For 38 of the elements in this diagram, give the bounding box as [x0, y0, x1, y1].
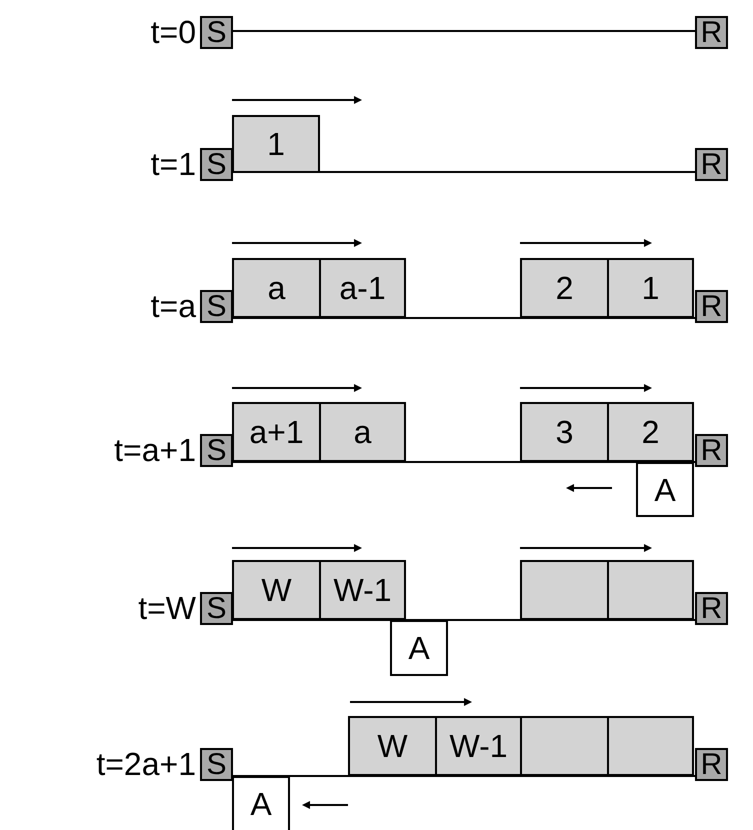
node-box: S	[200, 290, 233, 323]
packet-box: 2	[520, 258, 609, 318]
packet-box: 1	[232, 115, 320, 173]
node-box: R	[695, 592, 728, 625]
time-label: t=a	[150, 290, 196, 322]
node-box: S	[200, 434, 233, 467]
node-box: R	[695, 434, 728, 467]
node-box: R	[695, 748, 728, 781]
time-label: t=a+1	[114, 434, 196, 466]
ack-box: A	[232, 776, 290, 830]
packet-box: 2	[607, 402, 694, 462]
packet-box: W	[232, 560, 321, 620]
time-label: t=1	[150, 148, 196, 180]
node-box: S	[200, 148, 233, 181]
packet-box: 3	[520, 402, 609, 462]
node-box: R	[695, 148, 728, 181]
node-box: S	[200, 592, 233, 625]
link-line	[233, 775, 695, 777]
time-label: t=W	[138, 592, 196, 624]
time-label: t=0	[150, 16, 196, 48]
packet-box: a-1	[319, 258, 406, 318]
link-line	[233, 317, 695, 319]
packet-box: W-1	[435, 716, 522, 776]
packet-box: a	[319, 402, 406, 462]
node-box: S	[200, 16, 233, 49]
packet-box: 1	[607, 258, 694, 318]
node-box: R	[695, 16, 728, 49]
link-line	[233, 619, 695, 621]
packet-box: a	[232, 258, 321, 318]
link-line	[233, 30, 695, 32]
packet-box: a+1	[232, 402, 321, 462]
node-box: S	[200, 748, 233, 781]
packet-box: W	[348, 716, 437, 776]
node-box: R	[695, 290, 728, 323]
packet-box: W-1	[319, 560, 406, 620]
ack-box: A	[636, 462, 694, 517]
time-label: t=2a+1	[96, 748, 196, 780]
ack-box: A	[390, 620, 448, 676]
